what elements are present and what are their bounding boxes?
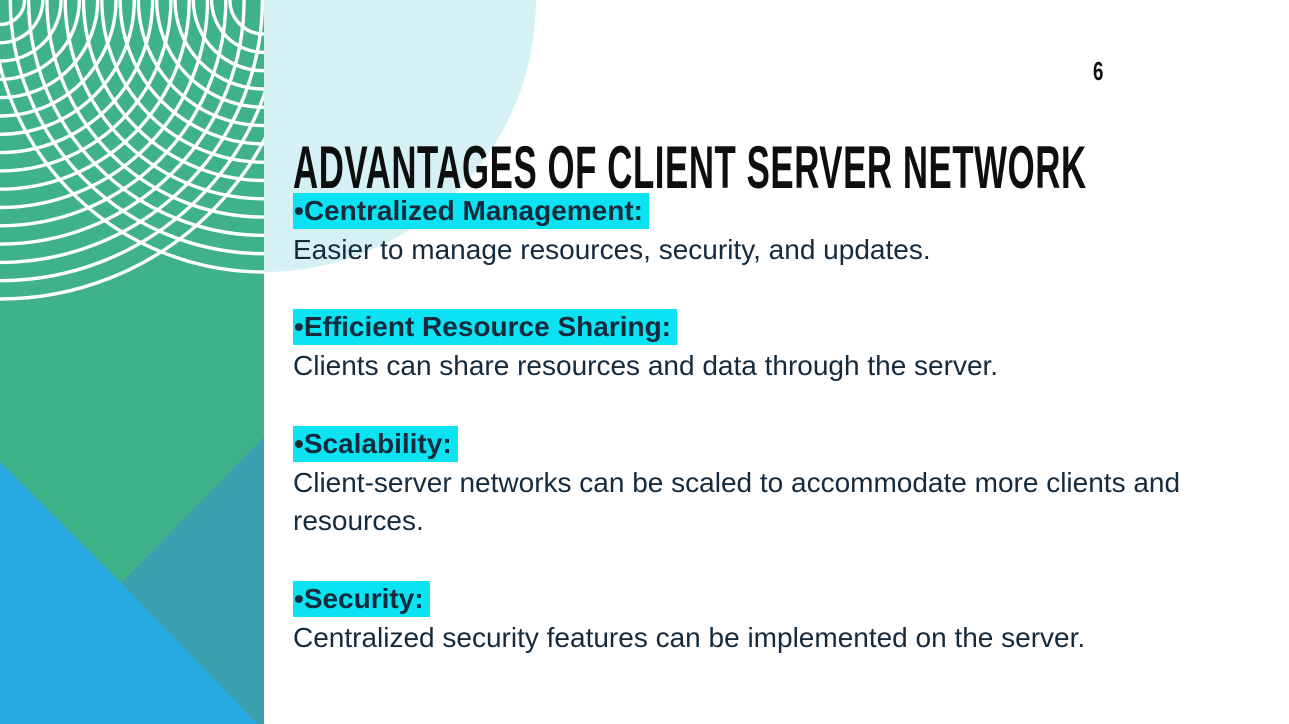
slide-title-text: ADVANTAGES OF CLIENT SERVER NETWORK (293, 134, 1087, 202)
bullet-body-text: Client-server networks can be scaled to … (293, 466, 1181, 537)
bullet-heading-line: •Efficient Resource Sharing: (293, 308, 1253, 347)
bullet-group: •Scalability: Client-server networks can… (293, 425, 1253, 541)
heading-text: Centralized Management: (303, 195, 643, 226)
bullet-heading-line: •Centralized Management: (293, 192, 1253, 231)
bullet-body-text: Centralized security features can be imp… (293, 621, 1086, 653)
sidebar-decoration (0, 0, 264, 724)
bullet-marker: • (294, 195, 304, 226)
highlighted-heading: •Centralized Management: (293, 193, 649, 229)
highlighted-heading: •Security: (293, 580, 430, 617)
heading-text: Security: (303, 582, 424, 614)
bullet-marker: • (294, 311, 304, 343)
page-number: 6 (1093, 56, 1104, 86)
bullet-group: •Efficient Resource Sharing: Clients can… (293, 308, 1253, 386)
slide-content: 6 ADVANTAGES OF CLIENT SERVER NETWORK •C… (293, 0, 1289, 724)
bullet-heading-line: •Security: (293, 580, 1253, 619)
slide-title: ADVANTAGES OF CLIENT SERVER NETWORK (293, 138, 1289, 198)
bullet-group: •Security: Centralized security features… (293, 580, 1253, 658)
highlighted-heading: •Scalability: (293, 425, 458, 462)
heading-text: Efficient Resource Sharing: (303, 311, 671, 343)
bullet-list: •Centralized Management: Easier to manag… (293, 192, 1253, 696)
bullet-group: •Centralized Management: Easier to manag… (293, 192, 1253, 270)
bullet-body-text: Easier to manage resources, security, an… (293, 233, 931, 265)
bullet-marker: • (294, 582, 304, 614)
heading-text: Scalability: (303, 427, 452, 459)
bullet-body-text: Clients can share resources and data thr… (293, 350, 999, 382)
bullet-heading-line: •Scalability: (293, 425, 1253, 464)
bullet-marker: • (294, 427, 304, 459)
highlighted-heading: •Efficient Resource Sharing: (293, 309, 677, 346)
